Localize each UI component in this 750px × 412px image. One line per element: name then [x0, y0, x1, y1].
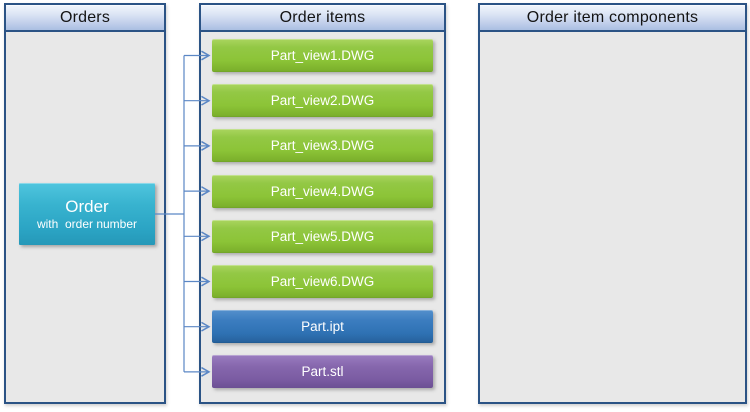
order-item-part-stl[interactable]: Part.stl [212, 355, 433, 389]
order-box-title: Order [65, 196, 109, 216]
panel-order-items-header: Order items [201, 5, 444, 32]
panel-orders: Orders Order with order number [4, 3, 166, 404]
panel-order-items: Order items Part_view1.DWG Part_view2.DWG… [199, 3, 446, 404]
order-item-part-ipt[interactable]: Part.ipt [212, 310, 433, 344]
order-item-part-view2-dwg[interactable]: Part_view2.DWG [212, 84, 433, 118]
panel-components-header: Order item components [480, 5, 745, 32]
order-item-part-view5-dwg[interactable]: Part_view5.DWG [212, 219, 433, 253]
panel-components: Order item components [478, 3, 747, 404]
panel-order-items-body: Part_view1.DWG Part_view2.DWG Part_view3.D… [201, 32, 444, 402]
order-item-part-view3-dwg[interactable]: Part_view3.DWG [212, 129, 433, 163]
order-box[interactable]: Order with order number [19, 183, 155, 245]
panel-orders-header: Orders [6, 5, 164, 32]
order-item-part-view6-dwg[interactable]: Part_view6.DWG [212, 265, 433, 298]
panel-orders-body: Order with order number [6, 32, 164, 402]
order-box-subtitle: with order number [36, 216, 138, 231]
panel-components-body [480, 32, 745, 402]
order-item-part-view4-dwg[interactable]: Part_view4.DWG [212, 174, 433, 208]
order-item-part-view1-dwg[interactable]: Part_view1.DWG [212, 39, 433, 72]
